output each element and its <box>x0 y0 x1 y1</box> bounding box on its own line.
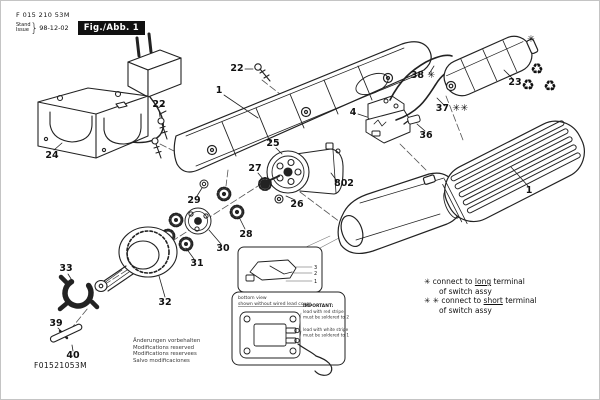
callout-40: 40 <box>66 350 80 361</box>
recycle-icon: ♻ <box>530 60 543 78</box>
gear-28b <box>229 204 245 220</box>
recycle-icon: ♻ <box>543 77 556 95</box>
inset-important-title: IMPORTANT: <box>303 303 334 309</box>
recycle-icon: ♻ <box>521 76 534 94</box>
issue-date: 98-12-02 <box>39 24 69 32</box>
figure-label-badge: Fig./Abb. 1 <box>77 21 145 35</box>
lead-36-connector <box>407 114 421 125</box>
callout-37: 37 ✳✳ <box>436 103 468 114</box>
callout-24: 24 <box>45 150 59 161</box>
double-asterisk-marker: ✳ ✳ <box>424 296 439 305</box>
charging-cradle <box>37 87 149 159</box>
washer-29 <box>199 179 209 189</box>
gear-28a <box>216 186 232 202</box>
callout-leaders <box>53 65 529 352</box>
document-number: F01521053M <box>34 361 87 370</box>
callout-30: 30 <box>216 243 230 254</box>
planet-carrier-30 <box>184 207 212 235</box>
asterisk-marker: ✳ <box>424 277 431 286</box>
callout-802: 802 <box>334 178 354 189</box>
callout-32: 32 <box>158 297 171 308</box>
switch-assembly <box>365 95 411 144</box>
rod-40 <box>49 323 83 343</box>
callout-28: 28 <box>239 229 253 240</box>
callout-25: 25 <box>266 138 279 149</box>
inset-wire-label-3: 3 <box>314 265 317 271</box>
callout-39: 39 <box>49 318 62 329</box>
inset-switch-side-view: 3 2 1 <box>237 246 323 293</box>
inset-wire-label-2: 2 <box>314 271 317 277</box>
callout-36: 36 <box>419 130 433 141</box>
planet-gears-31 <box>160 212 194 252</box>
screw-22-left-pair <box>151 117 168 159</box>
screw-22-top <box>254 63 271 82</box>
recycle-icons: ♻ ♻ ♻ <box>521 60 556 95</box>
inset-note1-line1: lead with red stripe <box>303 309 344 314</box>
reference-number: F 015 210 53M <box>16 11 70 19</box>
callout-1-lower: 1 <box>526 185 533 196</box>
callout-38: 38 ✳ <box>411 70 436 81</box>
inset-note1-line2: must be soldered to 2 <box>303 315 349 320</box>
clamp-33 <box>57 274 100 312</box>
lead-38-wire <box>389 54 453 101</box>
callout-4: 4 <box>350 107 357 118</box>
callout-22-top: 22 <box>230 63 243 74</box>
inset-wire-tail <box>314 355 333 376</box>
inset-note2-line1: lead with white stripe <box>303 327 349 332</box>
callout-23: 23 <box>508 77 521 88</box>
callout-31: 31 <box>190 258 203 269</box>
terminal-connection-notes: ✳ connect to long terminal of switch ass… <box>424 277 537 315</box>
stand-issue-label: Stand Issue <box>16 21 31 33</box>
gear-train <box>160 179 245 252</box>
callout-33: 33 <box>59 263 72 274</box>
brace-glyph: } <box>30 21 39 35</box>
callout-29: 29 <box>187 195 200 206</box>
callout-26: 26 <box>290 199 304 210</box>
housing-lower-body <box>337 172 461 255</box>
washer-26 <box>274 194 284 204</box>
note-long-terminal: ✳ connect to long terminal of switch ass… <box>424 277 525 296</box>
part-callouts: 22 1 22 24 25 27 26 802 28 29 30 31 32 3… <box>45 34 535 361</box>
inset-note2-line2: must be soldered to 1 <box>303 333 349 338</box>
inset-caption-line1: bottom view <box>238 295 267 301</box>
callout-22-left: 22 <box>152 99 165 110</box>
inset-switch-bottom-view: bottom view shown without wired lead cov… <box>231 291 349 376</box>
housing-upper-shell <box>173 41 432 173</box>
gearbox-32 <box>94 226 178 293</box>
battery-pack <box>443 35 539 97</box>
inset-wire-label-1: 1 <box>314 279 317 285</box>
pinion-gear-27 <box>258 177 272 191</box>
modifications-notice: Änderungen vorbehalten Modifications res… <box>133 338 201 364</box>
callout-1-upper: 1 <box>216 85 223 96</box>
inset-caption-line2: shown without wired lead cover <box>238 301 311 307</box>
note-short-terminal: ✳ ✳ connect to short terminal of switch … <box>424 296 537 315</box>
charger-adapter <box>109 32 182 144</box>
title-block: F 015 210 53M Stand Issue } 98-12-02 Fig… <box>16 11 145 35</box>
callout-27: 27 <box>248 163 261 174</box>
motor-assembly <box>258 142 344 204</box>
battery-asterisk-marker: ✳ <box>527 34 535 45</box>
